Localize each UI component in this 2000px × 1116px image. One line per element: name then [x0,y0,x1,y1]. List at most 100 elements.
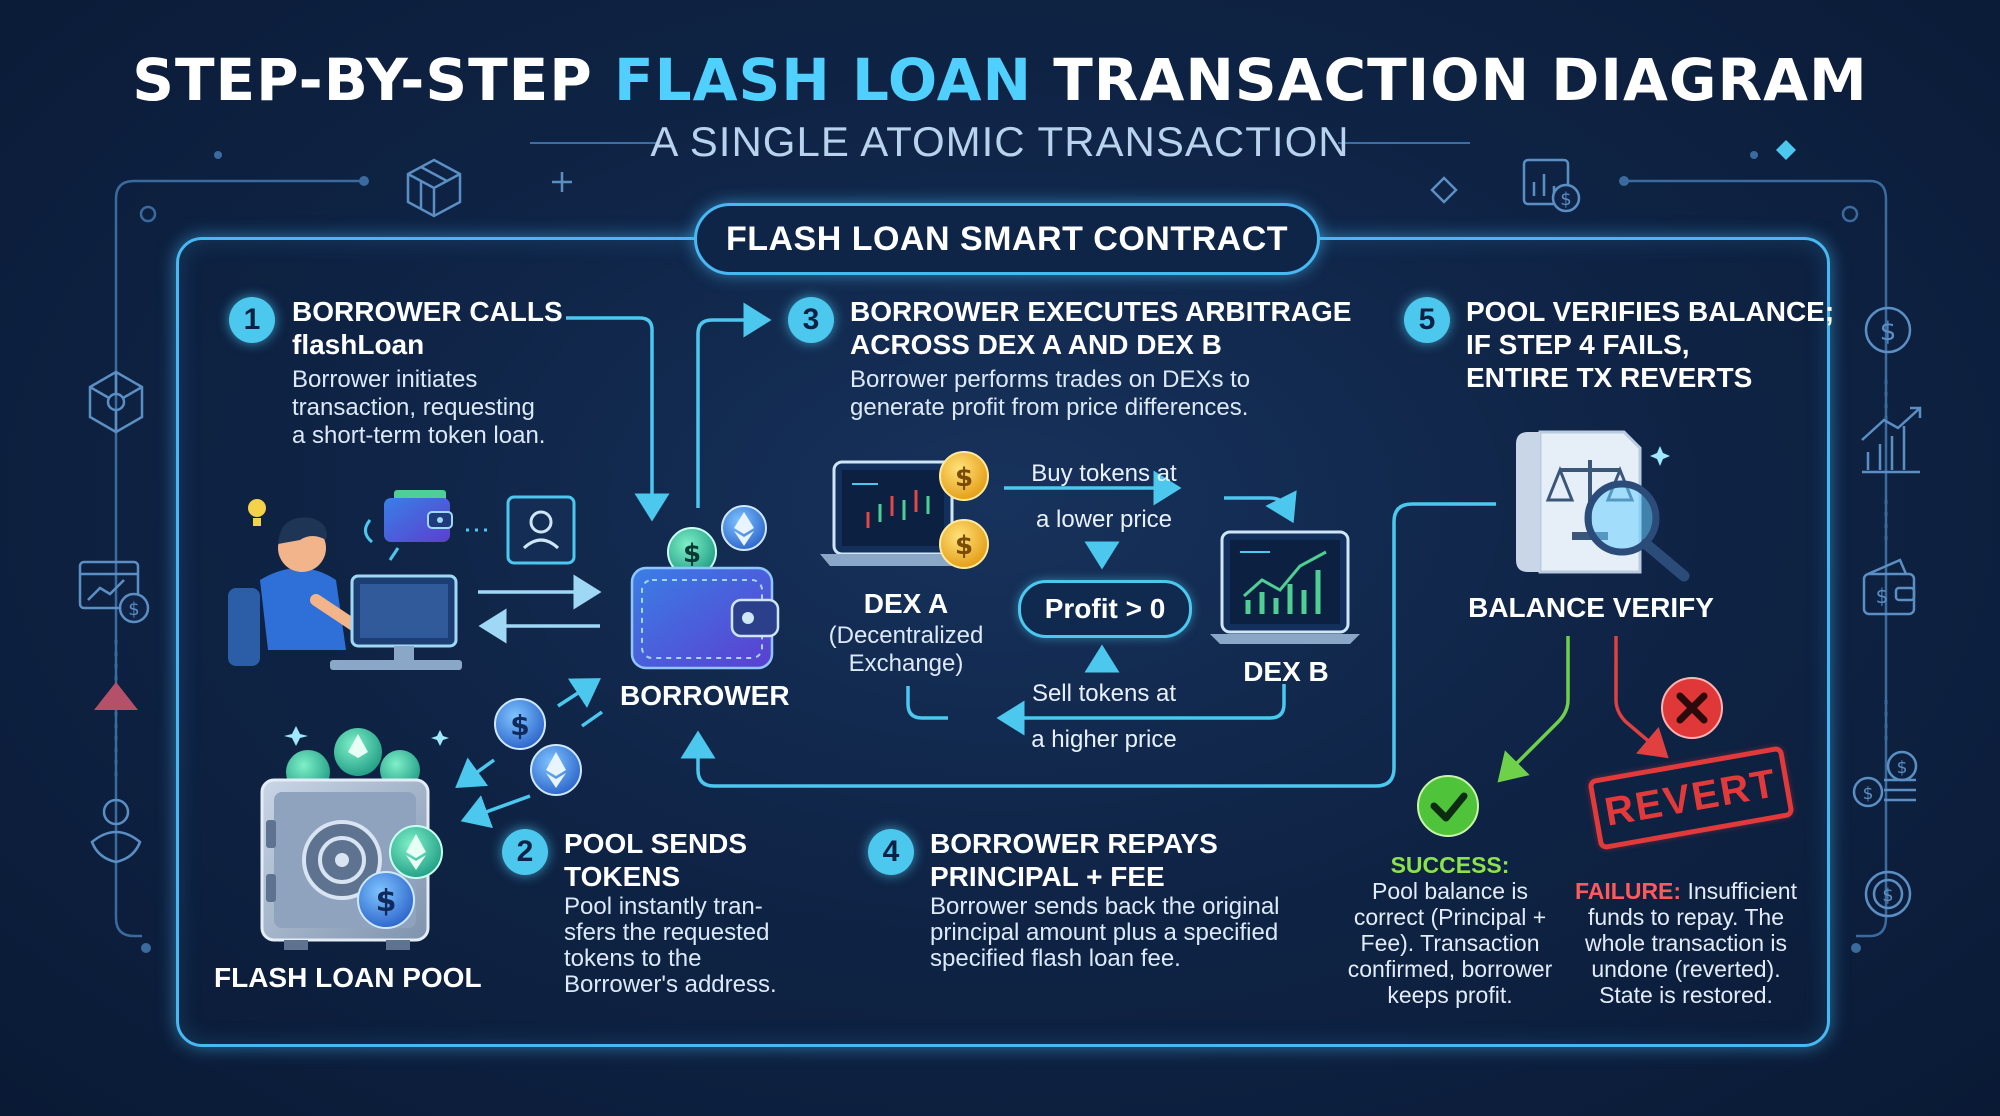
step-2-title-line: TOKENS [564,861,681,892]
growth-chart-icon [1861,406,1922,474]
failure-outcome: FAILURE: Insufficient funds to repay. Th… [1568,878,1804,1008]
hexagon-network-icon [88,370,144,434]
plus-icon [552,172,572,192]
coin-stack-icon: $ $ [1852,750,1918,808]
step-4-title-line: BORROWER REPAYS [930,828,1218,859]
cube-icon [406,158,462,218]
borrower-label: BORROWER [620,680,790,711]
small-wallet-icon [384,490,453,542]
balance-verify-icon [1516,430,1690,582]
svg-text:$: $ [683,539,701,569]
svg-text:$: $ [1897,758,1908,778]
dex-b-label: DEX B [1243,656,1329,687]
step-2-desc-line: sfers the requested [564,919,770,946]
svg-text:$: $ [1880,317,1897,347]
step-1-desc-line: Borrower initiates [292,366,478,393]
borrower-wallet-icon: $ [630,505,780,670]
failure-x-icon [1661,677,1723,739]
success-line: confirmed, borrower [1347,956,1553,982]
step-5-title-line: POOL VERIFIES BALANCE; [1466,296,1835,327]
dollar-coin-icon: $ [1864,306,1912,354]
failure-first-text: Insufficient [1681,878,1797,904]
diamond-icon [1430,176,1458,204]
triangle-icon [94,682,138,710]
svg-text:$: $ [1863,784,1874,804]
svg-text:$: $ [1560,189,1571,210]
success-check-icon [1417,775,1479,837]
wallet-icon: $ [1862,558,1916,616]
failure-label: FAILURE: [1575,878,1682,904]
step-4-desc-line: principal amount plus a specified [930,919,1279,946]
title-part1: STEP-BY-STEP [132,46,614,114]
step-2-desc-line: Pool instantly tran- [564,893,763,920]
failure-line: undone (reverted). [1591,956,1781,982]
step-2-description: Pool instantly tran- sfers the requested… [564,894,777,998]
failure-first-line: FAILURE: Insufficient [1568,878,1804,904]
dex-a-laptop-icon: $ $ [820,451,989,569]
success-line: keeps profit. [1387,982,1513,1008]
page-subtitle: A SINGLE ATOMIC TRANSACTION [650,118,1350,165]
svg-text:$: $ [128,599,139,620]
step-1-desc-line: transaction, requesting [292,394,535,421]
step-3-title-line: BORROWER EXECUTES ARBITRAGE [850,296,1352,327]
user-avatar-icon [506,495,576,565]
flash-loan-pool-safe-icon: $ [260,726,449,950]
step-2-title: POOL SENDS TOKENS [564,827,747,893]
buy-label-line1: Buy tokens at [1031,460,1177,487]
step-3-title-line: ACROSS DEX A AND DEX B [850,329,1222,360]
failure-line: State is restored. [1599,982,1773,1008]
failure-line: whole transaction is [1585,930,1787,956]
profit-badge: Profit > 0 [1018,580,1192,638]
svg-text:$: $ [376,884,397,919]
sell-label-line2: a higher price [1031,726,1177,753]
failure-line: funds to repay. The [1587,904,1785,930]
success-line: correct (Principal + [1353,904,1547,930]
step-1-badge: 1 [229,297,275,343]
step-2-desc-line: Borrower's address. [564,971,777,998]
circuit-border [114,179,1888,938]
title-highlight: FLASH LOAN [613,46,1033,114]
step-1-title-line: BORROWER CALLS [292,296,563,327]
step-3-title: BORROWER EXECUTES ARBITRAGE ACROSS DEX A… [850,295,1351,361]
step-4-title: BORROWER REPAYS PRINCIPAL + FEE [930,827,1218,893]
success-line: Pool balance is [1372,878,1528,904]
step-1-title-line: flashLoan [292,329,425,360]
dex-a-sub-line: Exchange) [848,650,964,677]
step-4-desc-line: specified flash loan fee. [930,945,1181,972]
borrower-person-illustration [228,517,462,670]
dex-a-label: DEX A [863,588,949,619]
step-2-badge: 2 [502,829,548,875]
smart-contract-label: FLASH LOAN SMART CONTRACT [694,203,1320,275]
step-5-title-line: IF STEP 4 FAILS, [1466,329,1690,360]
bar-chart-dollar-icon: $ [1522,158,1581,213]
step-5-title-line: ENTIRE TX REVERTS [1466,362,1753,393]
svg-text:$: $ [955,463,973,493]
step-1-description: Borrower initiates transaction, requesti… [292,366,545,450]
flash-loan-pool-label: FLASH LOAN POOL [214,962,482,993]
success-outcome: SUCCESS: Pool balance is correct (Princi… [1330,852,1570,1008]
user-shield-icon [90,798,142,864]
step-3-description: Borrower performs trades on DEXs to gene… [850,366,1250,422]
lightbulb-icon [248,499,266,526]
svg-text:$: $ [955,531,973,561]
dex-b-monitor-icon [1210,530,1360,644]
page-title: STEP-BY-STEP FLASH LOAN TRANSACTION DIAG… [0,46,2000,114]
step-4-desc-line: Borrower sends back the original [930,893,1280,920]
step-4-title-line: PRINCIPAL + FEE [930,861,1165,892]
step-3-desc-line: generate profit from price differences. [850,394,1249,421]
sell-label-line1: Sell tokens at [1031,680,1177,707]
svg-text:$: $ [510,709,529,742]
globe-dollar-icon: $ [1864,870,1912,918]
step-4-badge: 4 [868,829,914,875]
title-part2: TRANSACTION DIAGRAM [1032,46,1868,114]
subtitle-rule-right [1338,142,1470,144]
step-5-badge: 5 [1404,297,1450,343]
step-3-desc-line: Borrower performs trades on DEXs to [850,366,1251,393]
svg-text:$: $ [1876,584,1889,608]
transfer-coins-icon: $ [494,698,582,796]
step-1-title: BORROWER CALLS flashLoan [292,295,563,361]
step-5-title: POOL VERIFIES BALANCE; IF STEP 4 FAILS, … [1466,295,1834,394]
step-4-description: Borrower sends back the original princip… [930,894,1280,972]
chart-dollar-icon: $ [78,560,150,624]
